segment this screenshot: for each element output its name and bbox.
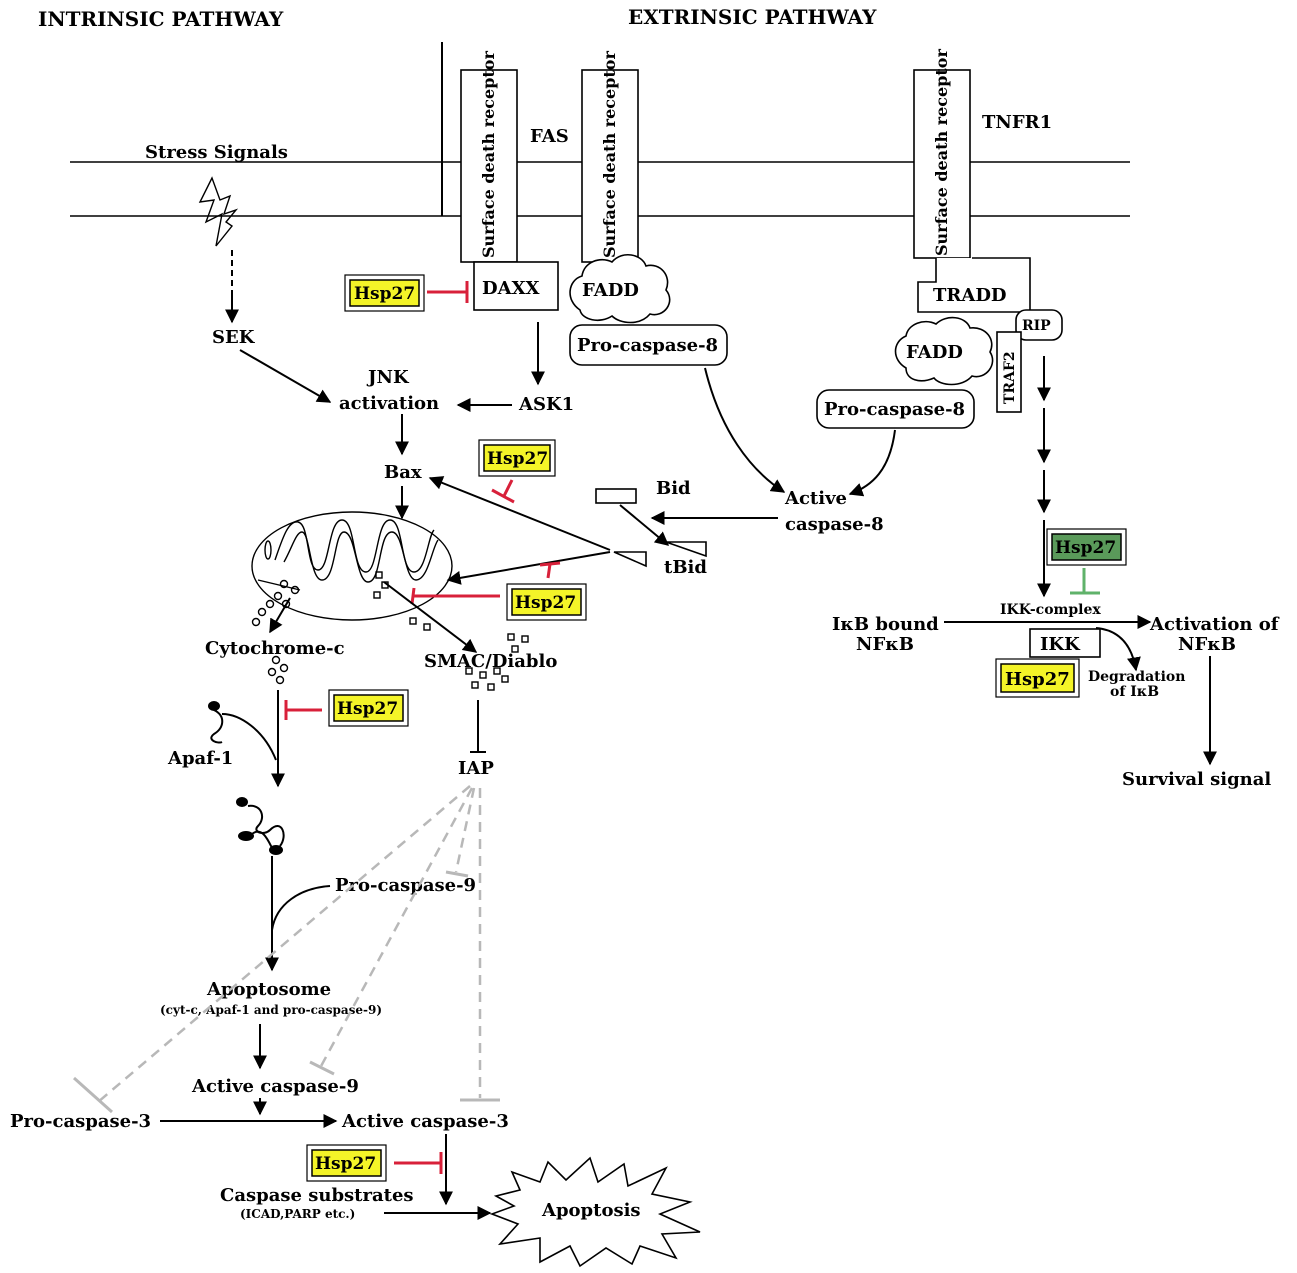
hsp27-mito-badge: Hsp27	[506, 583, 587, 621]
svg-text:Hsp27: Hsp27	[487, 449, 548, 469]
daxx-label: DAXX	[482, 278, 540, 299]
ask1-label: ASK1	[518, 394, 574, 415]
hsp27-mito-inhibition	[410, 587, 500, 605]
ikk-label: IKK	[1040, 634, 1081, 655]
hsp27-cytc-inhibition	[284, 700, 322, 720]
svg-text:Hsp27: Hsp27	[337, 699, 398, 719]
ikk-complex-label: IKK-complex	[1000, 602, 1101, 618]
apoptosome-label: Apoptosome	[206, 979, 331, 1000]
rip-box	[1015, 309, 1063, 341]
smac-diablo-label: SMAC/Diablo	[424, 651, 557, 672]
tbid-mito-inhibition	[539, 561, 561, 579]
tbid-shape-1	[613, 551, 647, 568]
caspase-substrates-sub-label: (ICAD,PARP etc.)	[240, 1207, 355, 1221]
traf2-box	[996, 331, 1022, 413]
iap-label: IAP	[458, 758, 494, 779]
survival-signal-label: Survival signal	[1122, 769, 1271, 790]
degradation-label-1: Degradation	[1088, 669, 1185, 685]
intrinsic-header: INTRINSIC PATHWAY	[38, 7, 284, 31]
pro-caspase8-fas-box	[569, 324, 728, 366]
apaf1-label: Apaf-1	[167, 748, 233, 769]
apoptosome-sub-label: (cyt-c, Apaf-1 and pro-caspase-9)	[160, 1003, 382, 1017]
mitochondrion	[251, 511, 453, 621]
sek-label: SEK	[212, 327, 256, 348]
jnk-label-1: JNK	[366, 367, 410, 388]
ikk-box	[1029, 628, 1101, 658]
hsp27-daxx-inhibition	[427, 281, 469, 303]
pro-caspase8-tnfr-label: Pro-caspase-8	[824, 399, 965, 420]
daxx-box	[473, 261, 559, 311]
active-casp8-label-1: Active	[784, 488, 847, 509]
extrinsic-header: EXTRINSIC PATHWAY	[628, 5, 877, 29]
tradd-shape	[917, 257, 1031, 313]
hsp27-cytc-badge: Hsp27	[328, 689, 409, 727]
fadd-fas-label: FADD	[582, 280, 639, 301]
svg-text:Hsp27: Hsp27	[1055, 538, 1116, 558]
ikb-label-2: NFκB	[856, 634, 914, 655]
bid-label: Bid	[656, 478, 691, 499]
receptor-label: Surface death receptor	[600, 51, 619, 258]
receptor-label: Surface death receptor	[479, 51, 498, 258]
pro-caspase3-label: Pro-caspase-3	[10, 1111, 151, 1132]
rip-label: RIP	[1022, 318, 1051, 334]
degradation-label-2: of IκB	[1110, 684, 1159, 700]
pro-caspase8-tnfr-box	[816, 389, 975, 429]
activation-nfkb-label-1: Activation of	[1149, 614, 1280, 635]
lightning-bolt-icon	[198, 176, 239, 247]
ikb-label-1: IκB bound	[832, 614, 939, 635]
svg-text:Hsp27: Hsp27	[1005, 669, 1070, 690]
fas-label: FAS	[530, 126, 569, 147]
tbid-shape-2	[665, 541, 707, 558]
apoptosome-icon	[236, 797, 285, 855]
svg-text:Hsp27: Hsp27	[515, 593, 576, 613]
smac-particles	[373, 571, 529, 691]
fadd-tnfr-label: FADD	[906, 342, 963, 363]
activation-nfkb-label-2: NFκB	[1178, 634, 1236, 655]
hsp27-bax-inhibition	[491, 479, 515, 504]
receptor-fas-left: Surface death receptor	[460, 51, 518, 263]
fadd-tnfr-shape	[894, 316, 994, 386]
bax-label: Bax	[384, 462, 422, 483]
hsp27-daxx-badge: Hsp27	[344, 274, 425, 312]
apaf1-icon	[208, 701, 277, 761]
iap-inhibition-lines	[72, 785, 500, 1114]
cytochrome-c-particles	[251, 579, 300, 685]
hsp27-ikk-badge-green: Hsp27	[1046, 528, 1127, 566]
apoptosis-label: Apoptosis	[541, 1200, 641, 1221]
hsp27-casp3-inhibition	[394, 1152, 443, 1174]
svg-text:Hsp27: Hsp27	[354, 284, 415, 304]
receptor-tnfr1: Surface death receptor	[913, 49, 971, 259]
hsp27-degradation-badge: Hsp27	[995, 658, 1080, 698]
receptor-label: Surface death receptor	[932, 49, 951, 256]
bid-box	[595, 488, 637, 504]
apoptosis-starburst	[489, 1156, 701, 1268]
hsp27-casp3-badge: Hsp27	[306, 1144, 387, 1182]
jnk-label-2: activation	[339, 393, 439, 414]
stress-signals-label: Stress Signals	[145, 142, 288, 163]
active-casp8-label-2: caspase-8	[785, 514, 884, 535]
fadd-fas-shape	[569, 254, 671, 324]
pro-caspase9-label: Pro-caspase-9	[335, 875, 476, 896]
tbid-label: tBid	[664, 557, 707, 578]
caspase-substrates-label: Caspase substrates	[220, 1185, 414, 1206]
active-casp3-label: Active caspase-3	[341, 1111, 509, 1132]
hsp27-bax-badge: Hsp27	[478, 439, 556, 477]
hsp27-ikk-inhibition-green	[1070, 568, 1100, 595]
receptor-fas-right: Surface death receptor	[581, 51, 639, 263]
pro-caspase8-fas-label: Pro-caspase-8	[577, 335, 718, 356]
traf2-label: TRAF2	[1002, 351, 1018, 404]
svg-text:Hsp27: Hsp27	[315, 1154, 376, 1174]
tradd-label: TRADD	[933, 285, 1007, 306]
tnfr1-label: TNFR1	[982, 112, 1052, 133]
cytochrome-c-label: Cytochrome-c	[205, 638, 345, 659]
active-casp9-label: Active caspase-9	[191, 1076, 359, 1097]
